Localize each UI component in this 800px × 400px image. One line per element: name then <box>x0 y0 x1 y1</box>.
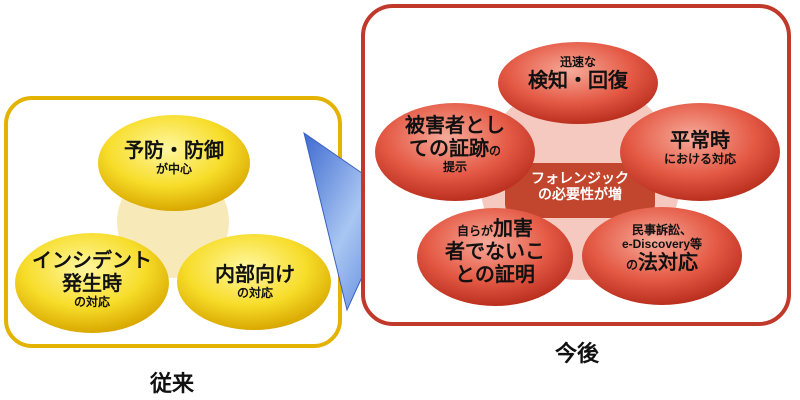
future-node-detect <box>498 42 658 124</box>
future-center-label: フォレンジック の必要性が増 <box>505 170 655 202</box>
node-sub: が中心 <box>155 162 192 176</box>
future-node-normal <box>620 103 780 201</box>
node-main: 法対応 <box>638 251 698 274</box>
node-suffix: の <box>488 144 501 158</box>
node-pre: 自らが <box>456 224 493 238</box>
node-main: 平常時 <box>670 130 730 152</box>
node-main: ての証跡 <box>408 138 489 160</box>
node-line: e-Discovery等 <box>621 236 703 251</box>
past-node-incident <box>15 233 169 333</box>
future-node-proof <box>417 208 573 306</box>
future-node-evidence-label: 被害者とし ての証跡の 提示 <box>385 115 525 175</box>
past-caption: 従来 <box>150 371 195 396</box>
future-node-proof-label: 自らが加害 者でないこ との証明 <box>425 218 565 287</box>
future-node-evidence <box>375 103 535 201</box>
node-line: 民事訴訟、 <box>631 223 692 237</box>
future-caption: 今後 <box>555 341 600 366</box>
node-sub: 提示 <box>442 160 467 174</box>
node-main: 内部向け <box>215 264 295 286</box>
node-sub: の対応 <box>73 295 110 309</box>
future-node-legal-label: 民事訴訟、 e-Discovery等 の法対応 <box>592 223 732 275</box>
past-node-internal-label: 内部向け の対応 <box>180 264 330 301</box>
node-main: 者でないこ <box>445 241 545 263</box>
node-main: 予防・防御 <box>124 140 224 162</box>
node-sub: の対応 <box>236 286 273 300</box>
node-main: 検知・回復 <box>528 69 628 92</box>
node-sub: における対応 <box>663 152 736 166</box>
past-node-prevention-label: 予防・防御 が中心 <box>104 140 244 177</box>
past-node-incident-label: インシデント 発生時 の対応 <box>17 250 167 310</box>
node-main: 加害 <box>493 218 533 240</box>
center-line: フォレンジック <box>531 170 629 186</box>
node-main: 発生時 <box>62 273 122 295</box>
node-main: との証明 <box>455 264 535 286</box>
future-center-box <box>505 163 655 218</box>
future-node-normal-label: 平常時 における対応 <box>630 130 770 167</box>
node-sub: 迅速な <box>559 55 596 69</box>
future-node-legal <box>582 207 742 305</box>
node-main: 被害者とし <box>405 115 505 137</box>
node-main: インシデント <box>32 250 152 272</box>
future-node-detect-label: 迅速な 検知・回復 <box>508 55 648 93</box>
center-line: の必要性が増 <box>538 186 622 203</box>
node-pre: の <box>625 257 638 272</box>
past-node-internal <box>177 234 331 330</box>
past-node-prevention <box>98 115 250 211</box>
